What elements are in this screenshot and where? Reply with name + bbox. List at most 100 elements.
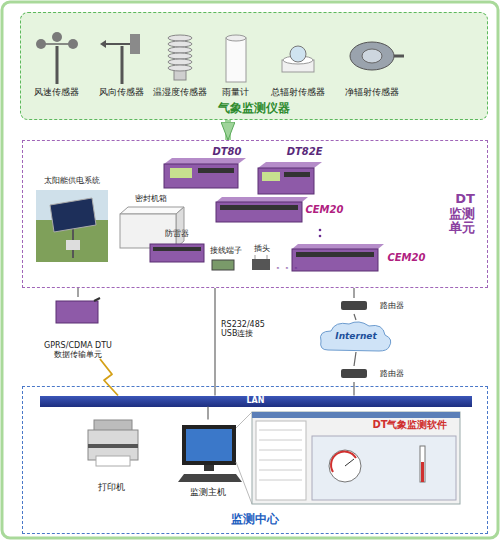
gauge-body (226, 38, 246, 82)
router-icon (341, 301, 367, 310)
dt80-logger (164, 158, 246, 188)
sensor-box: 净辐射传感器 (340, 28, 404, 98)
link-line (77, 288, 78, 297)
node-text: 总辐射传感器 (271, 87, 325, 97)
sensor-box: 温湿度传感器 (148, 28, 212, 98)
cloud-outline (320, 322, 390, 351)
node-text: DT 监测 单元 (445, 192, 475, 237)
node-text: DT82E (287, 146, 323, 158)
pyranometer (282, 46, 314, 72)
gauge-top (226, 35, 246, 41)
node-text: 密封机箱 (135, 194, 167, 203)
terminal-block (212, 260, 234, 270)
monitoring-center-group: 监测中心LAN打印机监测主机DT气象监测软件 (22, 386, 488, 534)
surge-protector (150, 244, 204, 262)
radiometer-disk (350, 42, 394, 70)
solar-power-photo (36, 190, 108, 262)
router-box: 路由器 (340, 298, 404, 314)
link-line (354, 352, 356, 366)
monitor-stand (204, 465, 214, 471)
node-text: 太阳能供电系统 (44, 176, 100, 185)
dot (319, 235, 322, 238)
dot (319, 229, 322, 232)
printer-box: 打印机 (80, 415, 144, 493)
node-text: 路由器 (380, 369, 404, 378)
node-text: 路由器 (380, 301, 404, 310)
logger-box: DT82E (255, 146, 327, 196)
window-frame (252, 412, 460, 504)
gauge-arc (331, 452, 356, 472)
zoom-line (236, 462, 252, 504)
band-fill (20, 12, 488, 120)
continuation-dots (319, 229, 322, 238)
sensor-box: 风速传感器 (25, 28, 89, 98)
node-text: 风向传感器 (99, 87, 144, 97)
terminal-strip (220, 205, 298, 210)
component-box: 密封机箱 (116, 194, 186, 250)
paper-tray (96, 456, 130, 466)
terminal-strip (284, 172, 310, 177)
device-body (164, 164, 238, 188)
list-row (259, 460, 302, 461)
ellipsis-mark: 。。。 (276, 260, 303, 270)
device-top (164, 158, 246, 164)
shield-plate (168, 53, 192, 59)
cup (68, 39, 78, 49)
terminal-strip (153, 247, 201, 251)
rain-gauge (226, 35, 246, 82)
vane-fin (130, 34, 140, 54)
cup (52, 32, 62, 42)
radiometer-arm (394, 55, 404, 58)
shield-plate (168, 65, 192, 71)
sensor-pole (56, 46, 59, 84)
list-row (259, 470, 302, 471)
keyboard (178, 474, 242, 482)
instrument-band: 气象监测仪器风速传感器风向传感器温湿度传感器雨量计总辐射传感器净辐射传感器 (20, 12, 488, 120)
terminal-body (212, 260, 234, 270)
gauge-needle (345, 459, 354, 466)
node-text: Internet (335, 331, 376, 341)
wind-speed-sensor (36, 32, 78, 84)
module-box: CEM20 (212, 194, 344, 226)
net-radiometer (350, 42, 404, 70)
device-body (216, 202, 302, 222)
monitor-screen (186, 429, 232, 461)
list-panel (256, 421, 306, 500)
transmission-unit: GPRS/CDMA DTU 数据传输单元 (28, 297, 128, 359)
wireless-link (100, 359, 118, 396)
logger-box: DT80 (160, 146, 252, 190)
cem20-module (292, 244, 384, 271)
list-row (259, 450, 302, 451)
device-top (216, 197, 308, 202)
list-row (259, 480, 302, 481)
connection-label: RS232/485 USB连接 (221, 320, 283, 338)
terminal-strip (296, 252, 374, 257)
glass-dome (290, 46, 306, 62)
dial-gauge (329, 450, 361, 482)
host-computer (178, 425, 242, 482)
node-text: 净辐射传感器 (345, 87, 399, 97)
dtu-device (56, 298, 100, 323)
shield-plate (168, 41, 192, 47)
vane-head (100, 40, 106, 48)
node-text: 监测中心 (231, 513, 279, 527)
dt82e-logger (258, 162, 322, 194)
list-row (259, 440, 302, 441)
list-row (259, 430, 302, 431)
shield-plate (168, 47, 192, 53)
link-line (353, 288, 354, 298)
battery-box (66, 240, 80, 250)
node-text: 接线端子 (210, 246, 242, 255)
thermometer-level (421, 462, 424, 482)
enclosure-top (120, 207, 184, 214)
dtu-body (56, 301, 98, 323)
component-box: 防雷器 (146, 229, 208, 265)
radiometer-window (362, 49, 382, 63)
device-top (258, 162, 322, 168)
device-top (292, 244, 384, 249)
node-text: 监测主机 (190, 487, 226, 497)
node-text: 打印机 (98, 482, 125, 492)
